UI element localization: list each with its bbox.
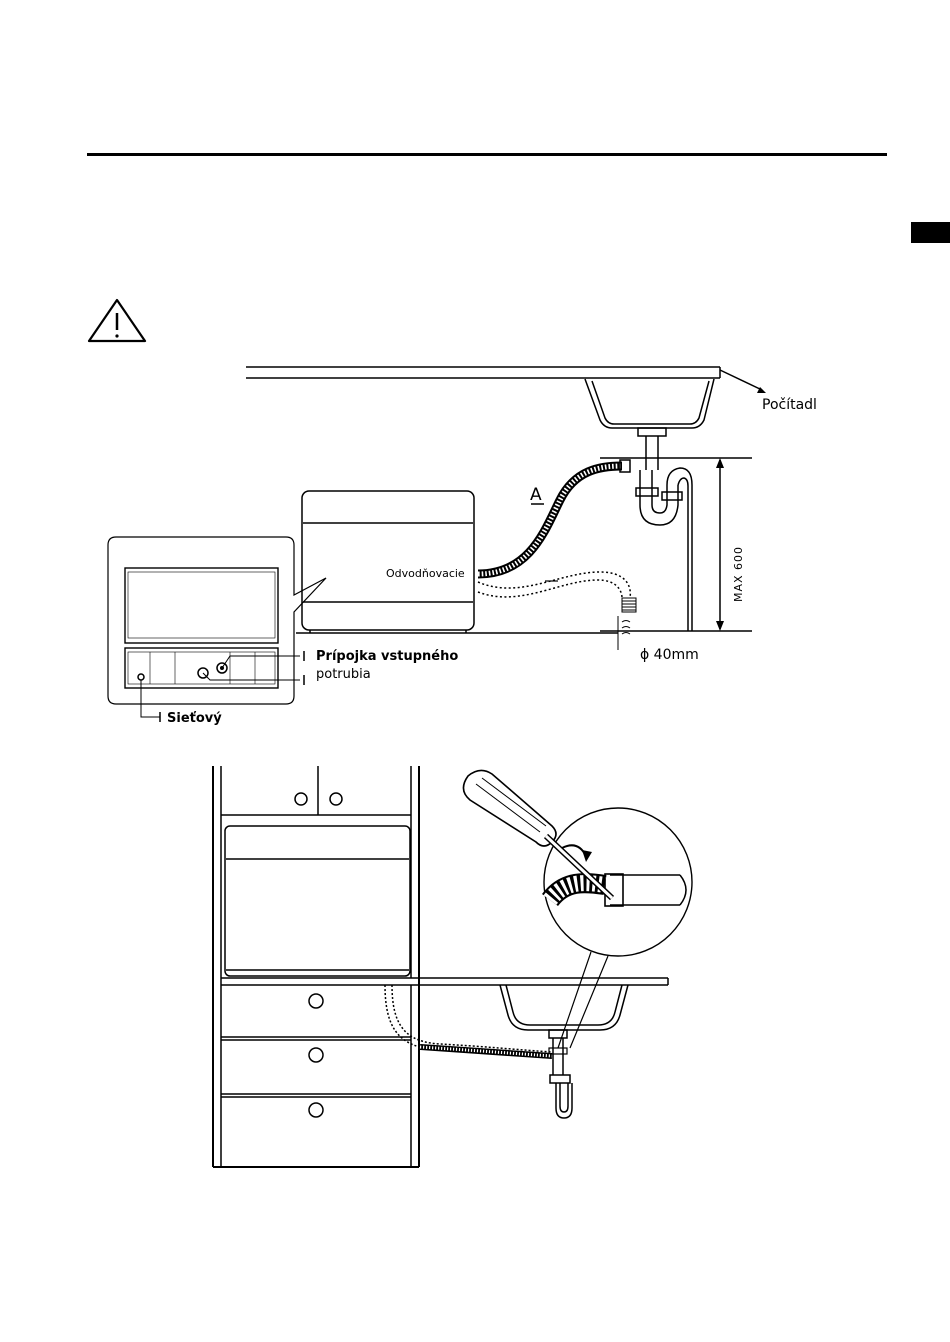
pipe-diameter-label: ϕ 40mm <box>640 647 699 663</box>
drain-hose-a <box>478 460 630 574</box>
lower-drain-hose <box>385 985 552 1058</box>
max-height-label: MAX 600 <box>732 546 745 602</box>
warning-triangle-icon <box>89 300 145 341</box>
drain-connection-label: Odvodňovacie <box>386 567 465 580</box>
hose-a-label: A <box>530 485 542 505</box>
drain-hose-alt <box>478 572 636 650</box>
inlet-connection-label: Prípojka vstupného <box>316 649 458 664</box>
rear-view-callout <box>108 537 326 722</box>
screwdriver-icon <box>463 770 612 898</box>
detail-magnifier <box>544 808 692 1048</box>
inlet-connection-label-line2: potrubia <box>316 667 371 682</box>
countertop <box>246 367 720 378</box>
dishwasher-unit <box>302 491 474 633</box>
sink-label: Počítadl <box>762 397 817 413</box>
power-supply-label: Sieťový <box>167 711 222 726</box>
worktop-and-drawers <box>221 978 668 1167</box>
height-dimension <box>716 458 724 631</box>
compact-dishwasher <box>225 826 410 976</box>
